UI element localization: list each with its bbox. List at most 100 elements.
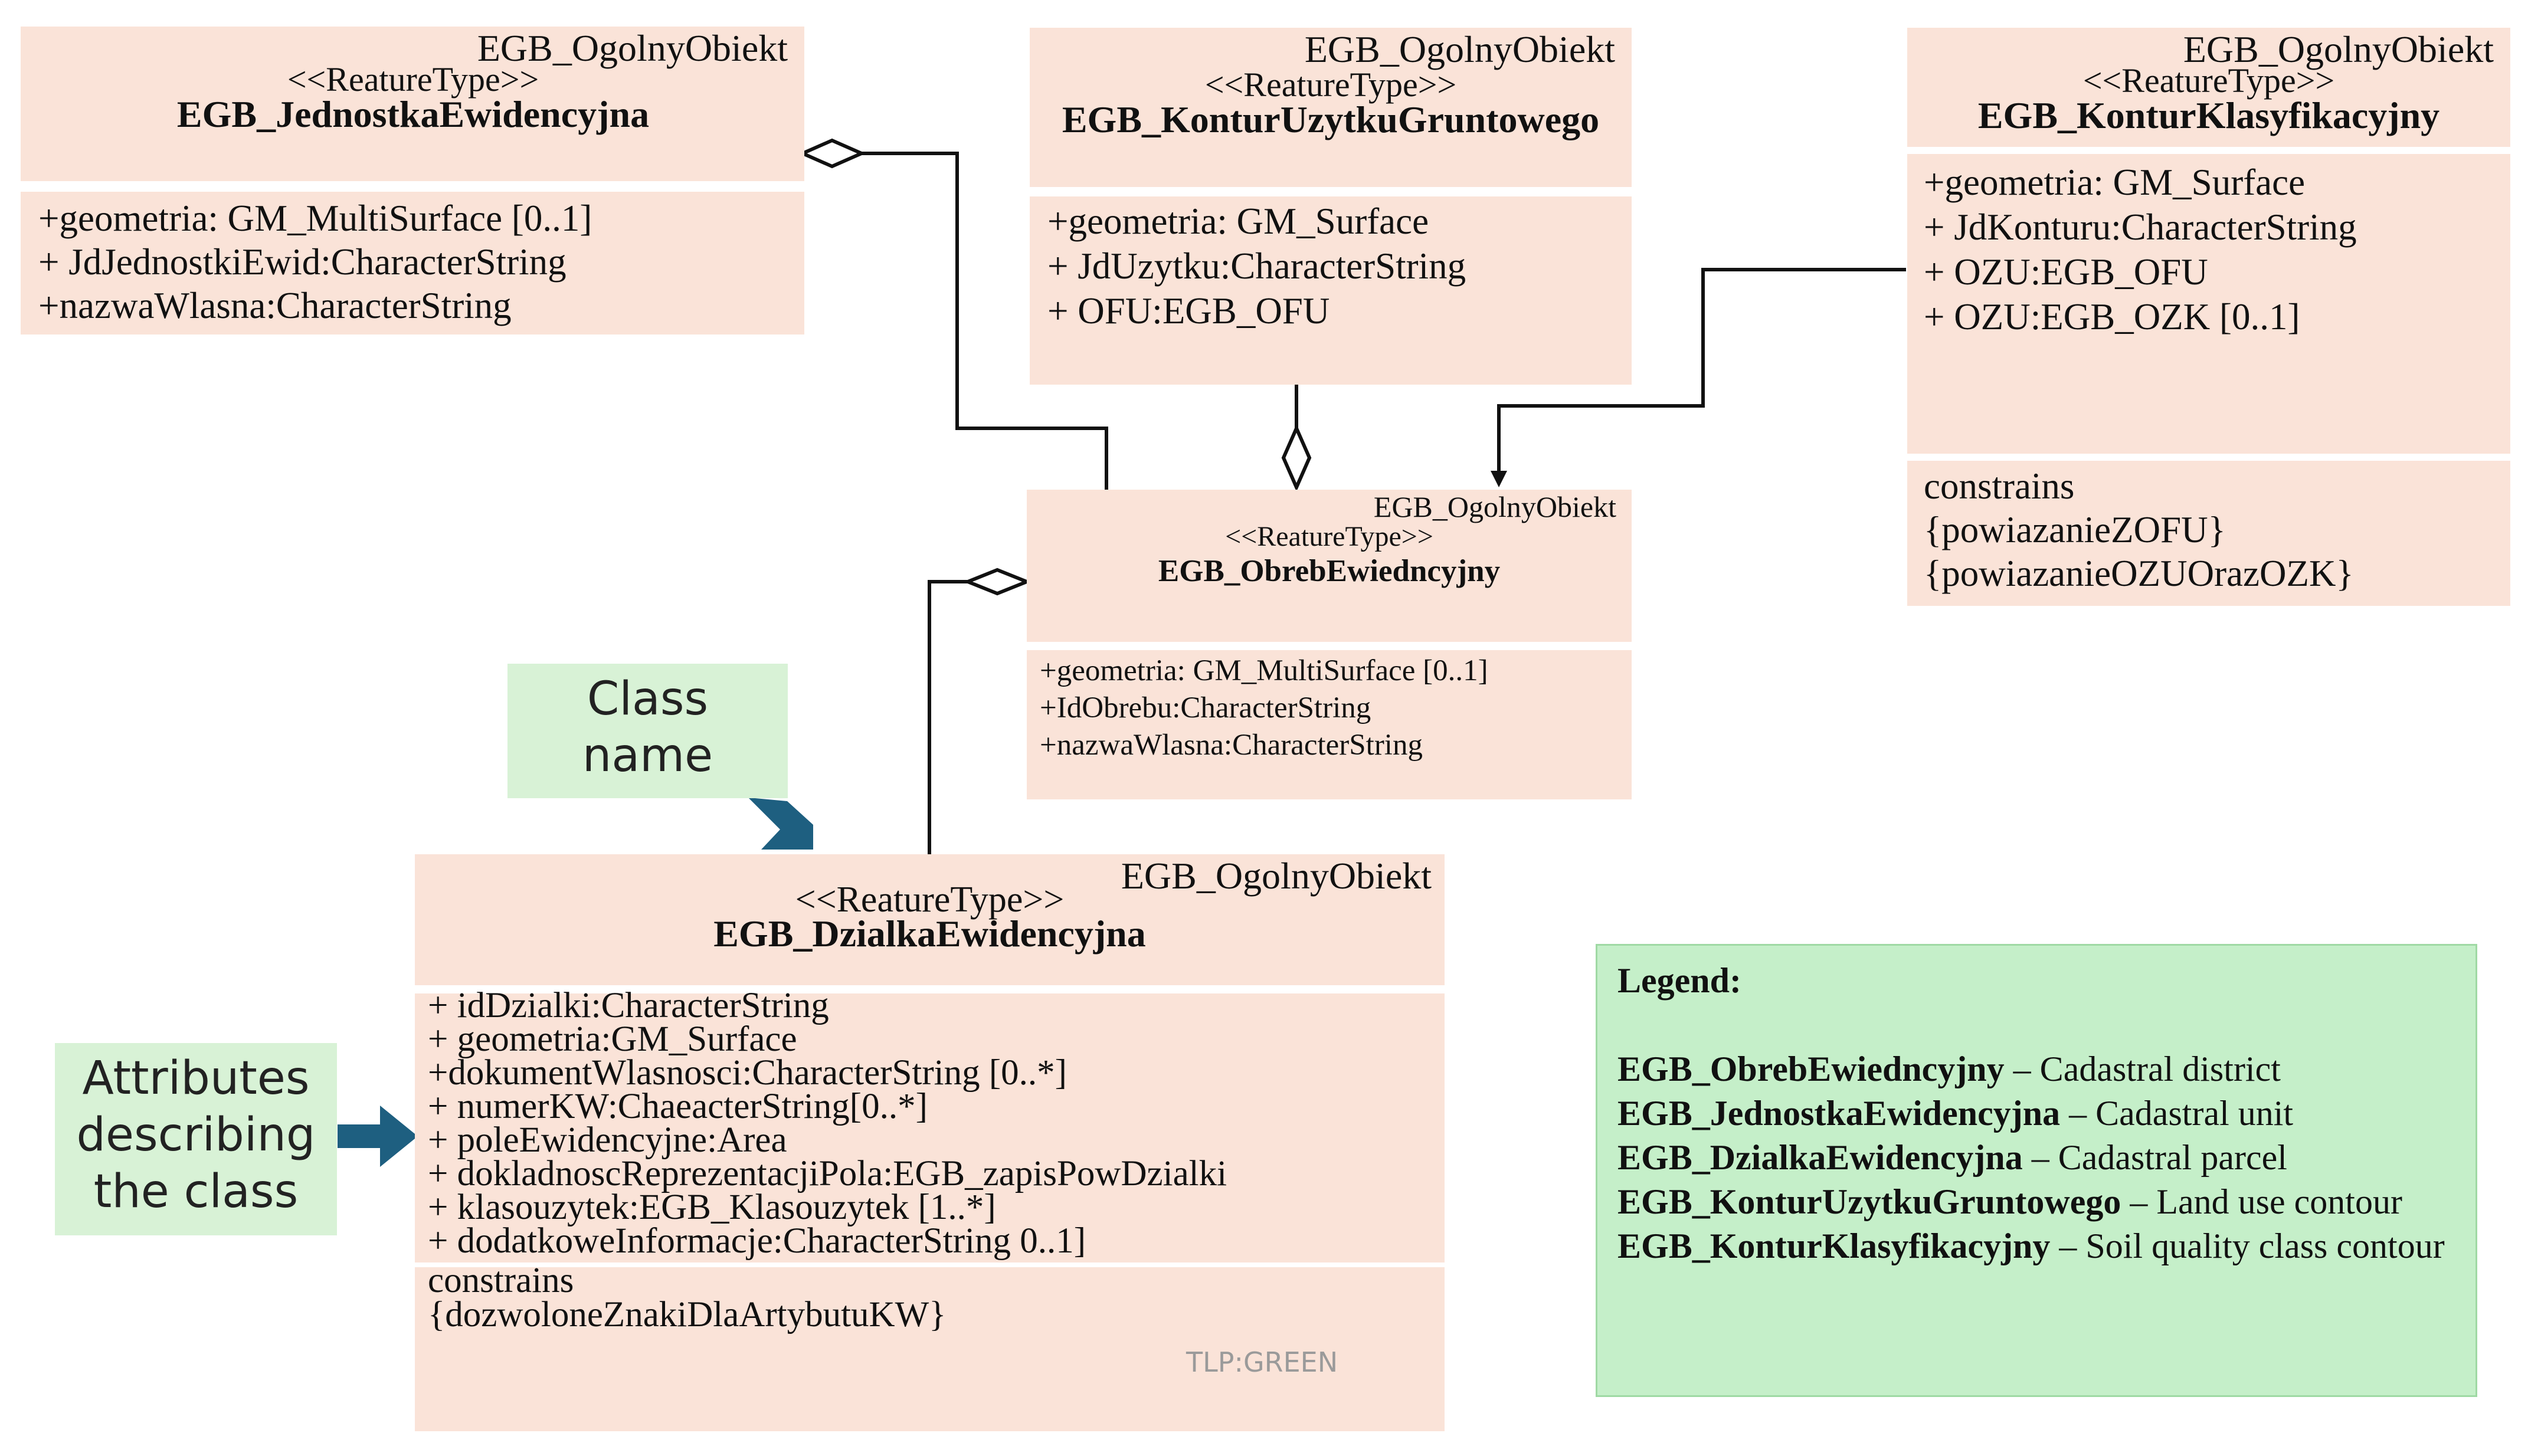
- aggregation-diamond-jednostka: [798, 138, 866, 169]
- attribute: + klasouzytek:EGB_Klasouzytek [1..*]: [428, 1188, 996, 1227]
- constraint-list: constrains {powiazanieZOFU} {powiazanieO…: [1924, 464, 2354, 595]
- legend-desc: – Cadastral unit: [2060, 1094, 2294, 1133]
- legend-term: EGB_JednostkaEwidencyjna: [1617, 1094, 2061, 1133]
- class-name: EGB_JednostkaEwidencyjna: [176, 93, 650, 135]
- attribute-list: +geometria: GM_MultiSurface [0..1] + JdJ…: [38, 196, 592, 327]
- legend-term: EGB_KonturKlasyfikacyjny: [1617, 1227, 2051, 1265]
- callout-line: Class: [587, 673, 709, 726]
- class-parent: EGB_OgolnyObiekt: [2183, 28, 2494, 70]
- class-attributes: +geometria: GM_Surface + JdKonturu:Chara…: [1907, 154, 2510, 454]
- attribute: +nazwaWlasna:CharacterString: [1040, 729, 1423, 762]
- attribute: +dokumentWlasnosci:CharacterString [0..*…: [428, 1053, 1067, 1093]
- class-attributes: +geometria: GM_MultiSurface [0..1] +IdOb…: [1027, 650, 1632, 799]
- constraint-list: constrains {dozwoloneZnakiDlaArtybutuKW}: [428, 1261, 947, 1334]
- class-parent: EGB_OgolnyObiekt: [1373, 490, 1616, 523]
- attribute: +geometria: GM_Surface: [1047, 201, 1429, 242]
- legend-box: Legend: EGB_ObrebEwiedncyjny – Cadastral…: [1596, 944, 2477, 1397]
- constraint: constrains: [428, 1261, 574, 1300]
- constraint: {powiazanieZOFU}: [1924, 509, 2226, 550]
- class-attributes: + idDzialki:CharacterString + geometria:…: [415, 988, 1445, 1262]
- attribute-list: +geometria: GM_MultiSurface [0..1] +IdOb…: [1040, 652, 1488, 764]
- constraint: {dozwoloneZnakiDlaArtybutuKW}: [428, 1295, 947, 1334]
- attribute: +geometria: GM_Surface: [1924, 162, 2306, 203]
- class-constraints: constrains {powiazanieZOFU} {powiazanieO…: [1907, 461, 2510, 606]
- attributes-callout: Attributes describing the class: [55, 1043, 337, 1235]
- class-header: EGB_OgolnyObiekt <<ReatureType>> EGB_Jed…: [21, 27, 804, 181]
- aggregation-diamond-obreb: [962, 568, 1032, 596]
- class-name: EGB_ObrebEwiedncyjny: [1158, 554, 1501, 588]
- class-attributes: +geometria: GM_Surface + JdUzytku:Charac…: [1030, 196, 1632, 385]
- attribute: + geometria:GM_Surface: [428, 1019, 797, 1059]
- class-header: EGB_OgolnyObiekt <<ReatureType>> EGB_Obr…: [1027, 490, 1632, 642]
- attribute: + JdJednostkiEwid:CharacterString: [38, 241, 566, 283]
- legend-term: EGB_ObrebEwiedncyjny: [1617, 1050, 2005, 1088]
- class-stereotype: <<ReatureType>>: [287, 60, 539, 99]
- legend-desc: – Soil quality class contour: [2050, 1227, 2445, 1265]
- class-name: EGB_KonturKlasyfikacyjny: [1977, 94, 2440, 136]
- constraint: constrains: [1924, 465, 2075, 507]
- aggregation-line-jednostka: [862, 152, 1108, 490]
- attribute: + poleEwidencyjne:Area: [428, 1120, 787, 1160]
- legend-spacer: [1617, 1003, 2455, 1047]
- attribute-list: +geometria: GM_Surface + JdKonturu:Chara…: [1924, 160, 2357, 339]
- attribute-list: + idDzialki:CharacterString + geometria:…: [428, 986, 1227, 1261]
- legend-entry: EGB_KonturUzytkuGruntowego – Land use co…: [1617, 1180, 2455, 1224]
- legend-entry: EGB_KonturKlasyfikacyjny – Soil quality …: [1617, 1224, 2455, 1268]
- attribute: + numerKW:ChaeacterString[0..*]: [428, 1087, 928, 1126]
- legend-desc: – Land use contour: [2121, 1182, 2402, 1221]
- aggregation-diamond-kontur-uzytku: [1281, 424, 1312, 492]
- attribute: + idDzialki:CharacterString: [428, 986, 829, 1025]
- attribute: +nazwaWlasna:CharacterString: [38, 285, 512, 326]
- legend-desc: – Cadastral parcel: [2022, 1138, 2287, 1177]
- attribute: + JdUzytku:CharacterString: [1047, 245, 1466, 287]
- class-constraints: constrains {dozwoloneZnakiDlaArtybutuKW}: [415, 1261, 1445, 1431]
- attribute: +IdObrebu:CharacterString: [1040, 691, 1371, 724]
- class-parent: EGB_OgolnyObiekt: [1304, 28, 1615, 70]
- class-obreb-ewidencyjny: EGB_OgolnyObiekt <<ReatureType>> EGB_Obr…: [1027, 490, 1632, 799]
- legend-entry: EGB_ObrebEwiedncyjny – Cadastral distric…: [1617, 1047, 2455, 1091]
- class-stereotype: <<ReatureType>>: [2082, 61, 2335, 100]
- class-name: EGB_DzialkaEwidencyjna: [713, 913, 1146, 955]
- class-name-pointer-arrow: [748, 798, 813, 850]
- legend-term: EGB_KonturUzytkuGruntowego: [1617, 1182, 2121, 1221]
- class-stereotype: <<ReatureType>>: [1204, 65, 1457, 104]
- attribute: + OZU:EGB_OFU: [1924, 251, 2208, 293]
- class-stereotype: <<ReatureType>>: [1225, 521, 1433, 552]
- class-kontur-uzytku-gruntowego: EGB_OgolnyObiekt <<ReatureType>> EGB_Kon…: [1030, 28, 1632, 385]
- callout-line: name: [582, 729, 713, 782]
- attribute-list: +geometria: GM_Surface + JdUzytku:Charac…: [1047, 199, 1466, 333]
- class-jednostka-ewidencyjna: EGB_OgolnyObiekt <<ReatureType>> EGB_Jed…: [21, 27, 804, 335]
- class-name-callout: Class name: [507, 664, 788, 798]
- class-parent: EGB_OgolnyObiekt: [477, 27, 788, 69]
- class-attributes: +geometria: GM_MultiSurface [0..1] + JdJ…: [21, 192, 804, 335]
- association-arrowhead: [1491, 471, 1507, 487]
- class-stereotype: <<ReatureType>>: [795, 880, 1065, 920]
- attribute: + dokladnoscReprezentacjiPola:EGB_zapisP…: [428, 1154, 1227, 1193]
- tlp-label: TLP:GREEN: [1186, 1346, 1338, 1378]
- legend-entry: EGB_DzialkaEwidencyjna – Cadastral parce…: [1617, 1136, 2455, 1180]
- class-header: EGB_OgolnyObiekt <<ReatureType>> EGB_Dzi…: [415, 854, 1445, 985]
- class-dzialka-ewidencyjna: EGB_OgolnyObiekt <<ReatureType>> EGB_Dzi…: [415, 854, 1445, 1431]
- class-parent: EGB_OgolnyObiekt: [1121, 855, 1432, 897]
- class-name: EGB_KonturUzytkuGruntowego: [1062, 99, 1600, 140]
- legend-entry: EGB_JednostkaEwidencyjna – Cadastral uni…: [1617, 1091, 2455, 1136]
- attributes-pointer-arrow: [338, 1106, 418, 1167]
- association-line-kontur-klas: [1497, 268, 1906, 477]
- class-header: EGB_OgolnyObiekt <<ReatureType>> EGB_Kon…: [1030, 28, 1632, 187]
- callout-line: describing: [76, 1109, 316, 1162]
- class-header: EGB_OgolnyObiekt <<ReatureType>> EGB_Kon…: [1907, 28, 2510, 147]
- attribute: + OZU:EGB_OZK [0..1]: [1924, 296, 2300, 337]
- aggregation-line-dzialka: [928, 580, 985, 854]
- constraint: {powiazanieOZUOrazOZK}: [1924, 553, 2354, 594]
- legend-term: EGB_DzialkaEwidencyjna: [1617, 1138, 2023, 1177]
- attribute: + JdKonturu:CharacterString: [1924, 206, 2357, 248]
- class-kontur-klasyfikacyjny: EGB_OgolnyObiekt <<ReatureType>> EGB_Kon…: [1907, 28, 2510, 606]
- attribute: +geometria: GM_MultiSurface [0..1]: [38, 198, 592, 239]
- callout-line: Attributes: [82, 1052, 310, 1105]
- attribute: + dodatkoweInformacje:CharacterString 0.…: [428, 1221, 1086, 1261]
- callout-line: the class: [93, 1165, 299, 1218]
- legend-title: Legend:: [1617, 961, 1741, 1000]
- attribute: +geometria: GM_MultiSurface [0..1]: [1040, 654, 1488, 687]
- legend-desc: – Cadastral district: [2004, 1050, 2281, 1088]
